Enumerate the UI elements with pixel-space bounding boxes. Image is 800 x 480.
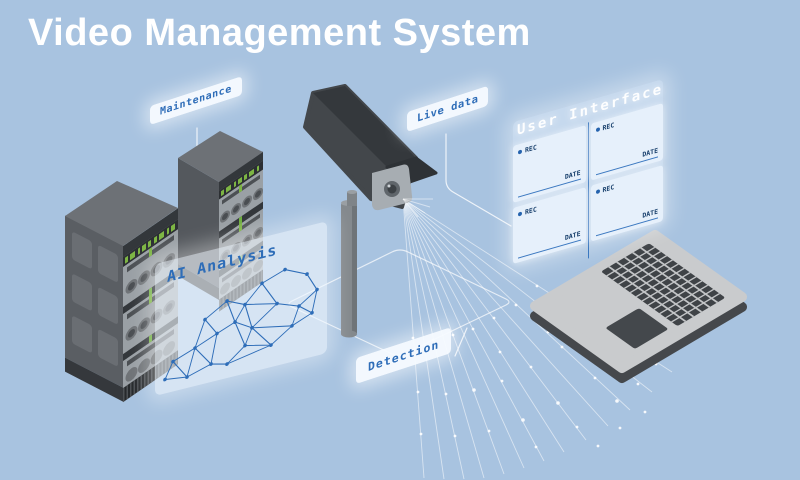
camera-pole — [341, 190, 357, 338]
rec-dot-icon — [595, 127, 600, 133]
cctv-camera — [303, 84, 438, 218]
particle-dots — [411, 284, 672, 449]
connector-detection-line — [454, 327, 468, 357]
laptop-deck — [530, 230, 747, 373]
ai-mesh-graphic — [163, 267, 319, 382]
ai-analysis-panel: AI Analysis — [155, 221, 327, 396]
rec-dot-icon — [595, 188, 600, 194]
connector-live-data-line — [445, 133, 512, 227]
rec-dot-icon — [518, 149, 522, 155]
rec-dot-icon — [518, 210, 522, 217]
page-title: Video Management System — [28, 12, 531, 54]
laptop — [530, 230, 747, 383]
laptop-touchpad — [606, 308, 668, 349]
lens-flare-lines — [402, 198, 433, 218]
camera-top-facet — [313, 86, 416, 167]
